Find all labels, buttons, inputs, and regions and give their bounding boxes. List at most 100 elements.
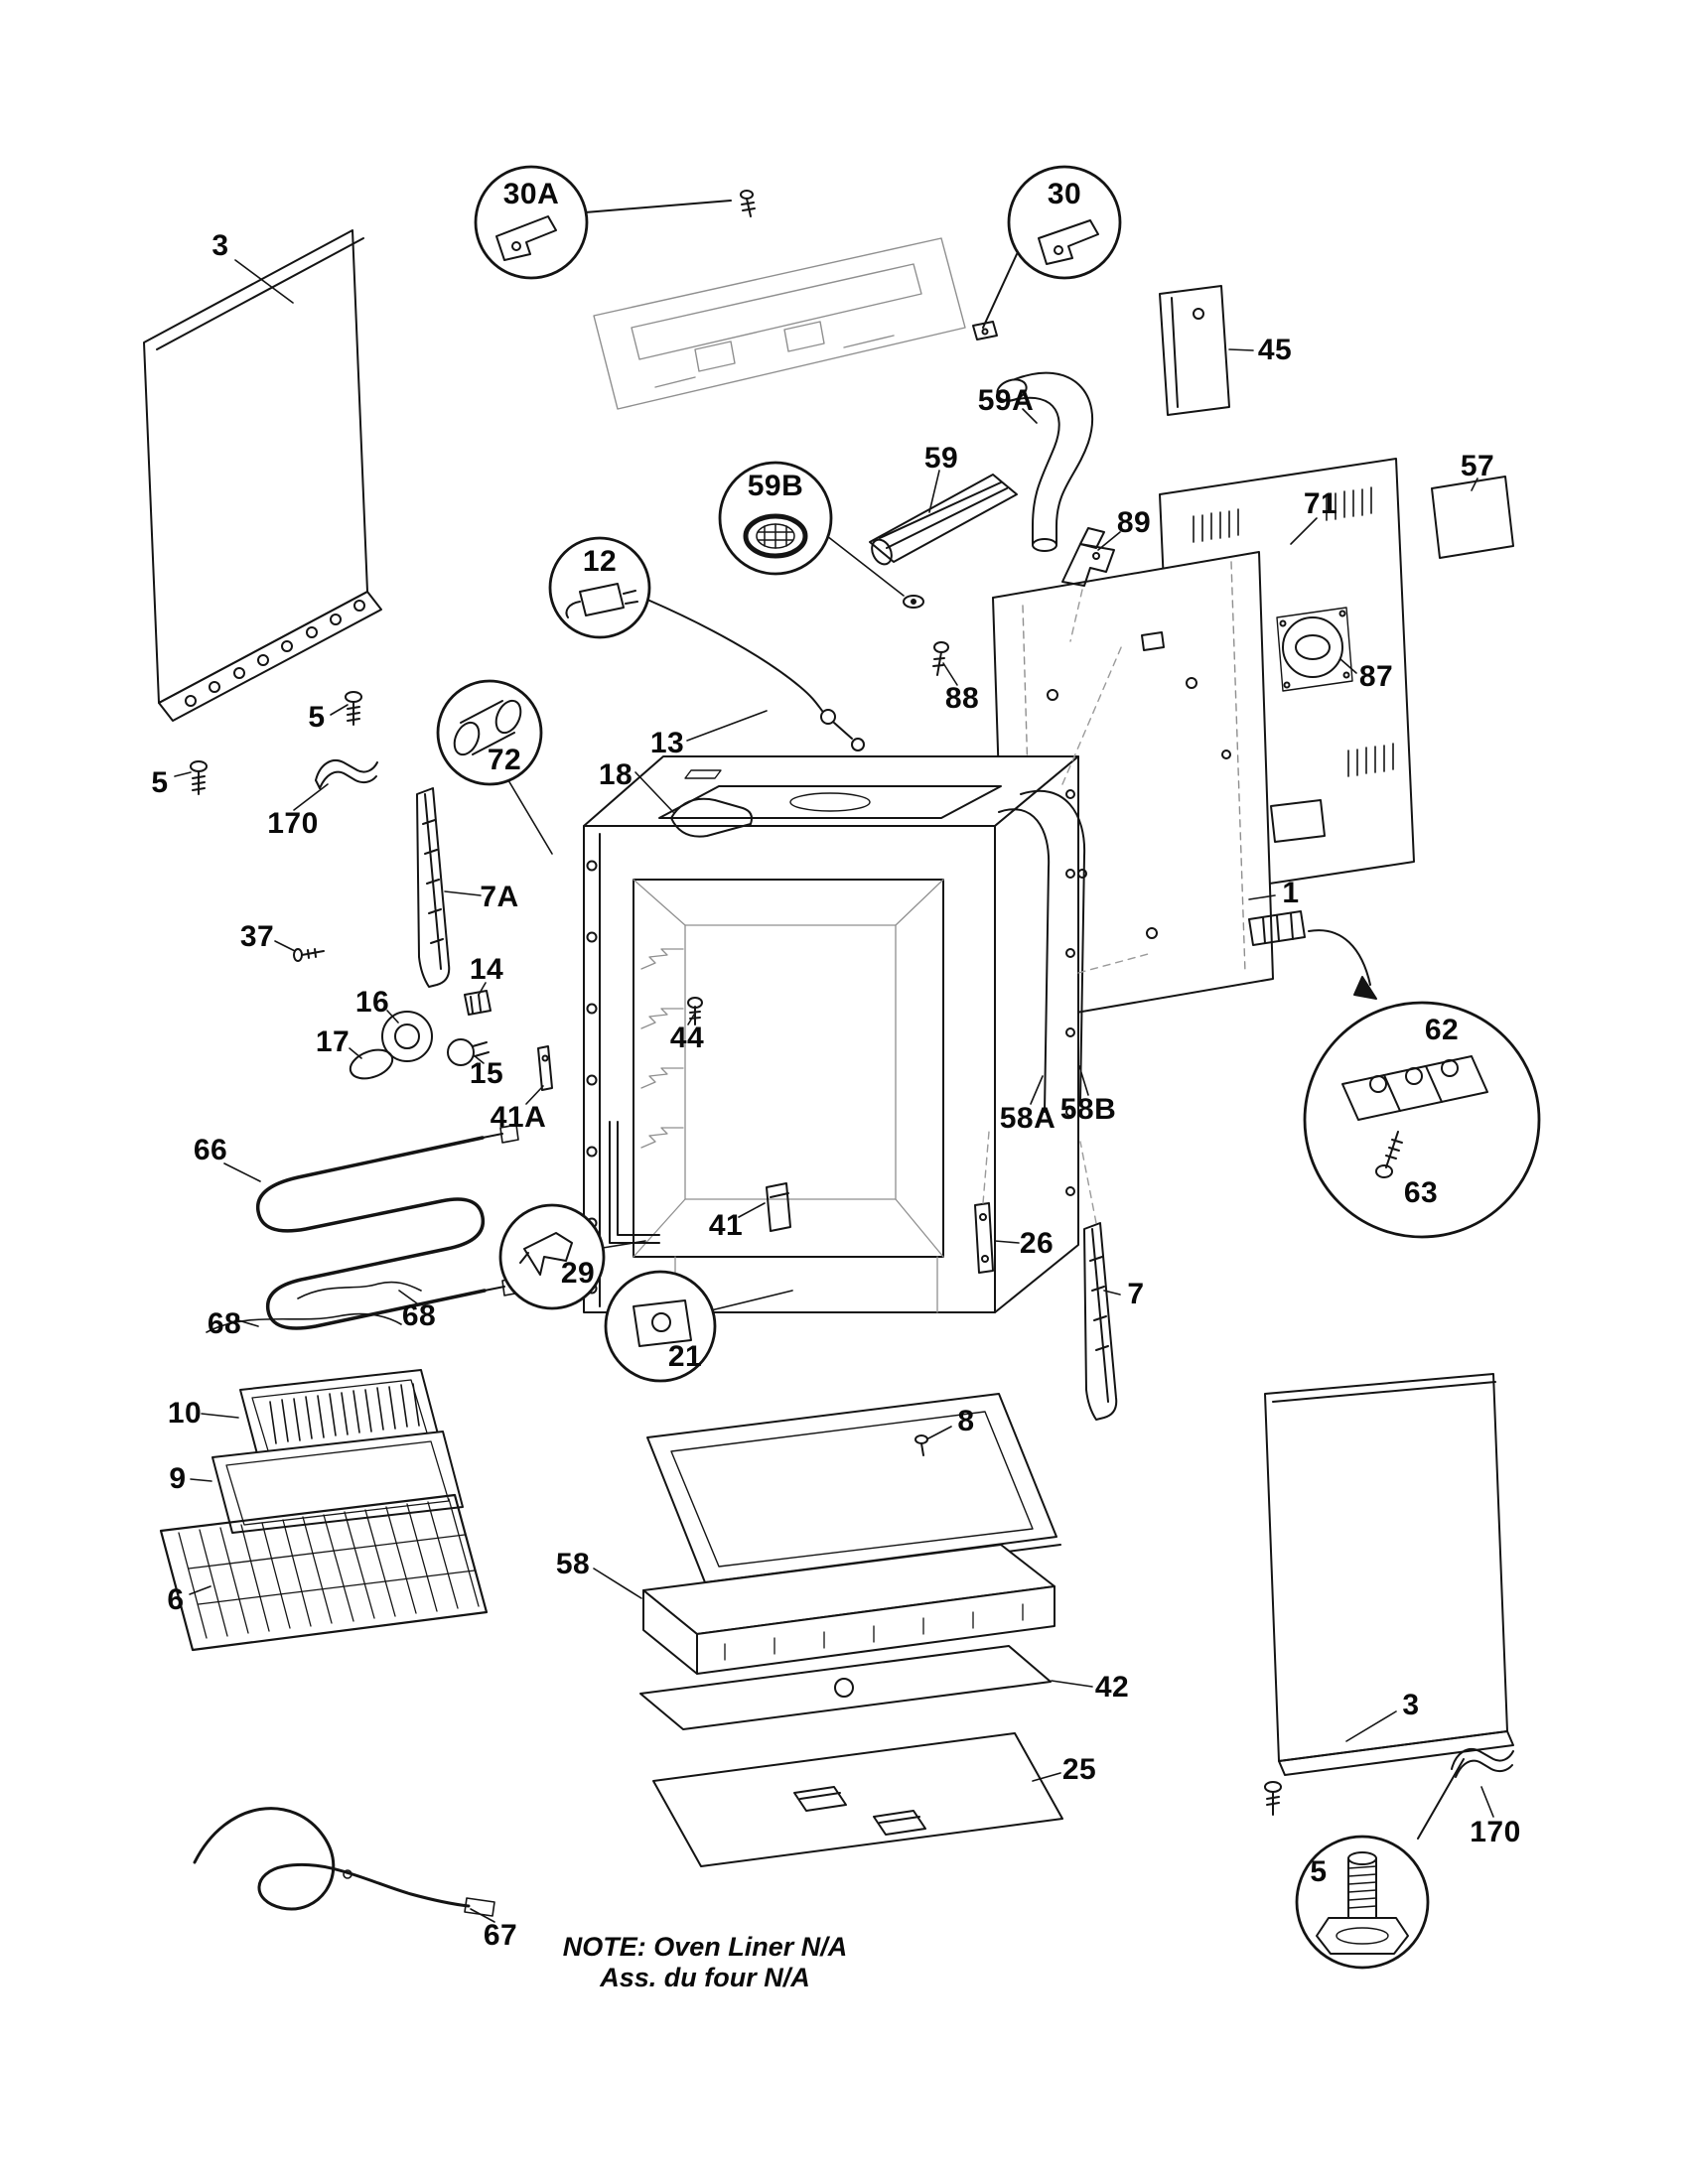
part-label-59a: 59A [977,384,1035,417]
callout-circles [436,165,1541,1970]
part-label-58b: 58B [1059,1093,1117,1126]
part-label-44: 44 [669,1022,705,1054]
part-label-87: 87 [1358,660,1394,693]
part-label-66: 66 [193,1134,228,1166]
bracket-41a [537,1045,553,1091]
maintop-phantom [593,237,966,410]
part-label-57: 57 [1460,450,1495,482]
part-label-42: 42 [1094,1671,1130,1704]
screw-44 [687,997,703,1025]
part-label-88: 88 [944,682,980,715]
part-label-5-left: 5 [151,766,169,799]
vent-duct-59 [869,474,1018,566]
screw-5-bottom [1264,1781,1282,1816]
screw-88 [932,641,949,676]
part-label-16: 16 [354,986,390,1019]
oven-cavity [633,879,944,1313]
terminal-block-mount [1248,910,1306,946]
bracket-41 [766,1182,791,1232]
callout-62-63 [1303,1001,1541,1239]
part-label-17: 17 [315,1025,351,1058]
part-label-89: 89 [1116,506,1152,539]
plate-87 [1276,607,1353,692]
lamp-housing-16 [381,1011,433,1062]
part-label-3-left: 3 [211,229,229,262]
bottom-panel-25 [652,1732,1063,1867]
trim-7a [416,787,451,988]
screw-5-left [190,760,208,795]
oven-liner-note: NOTE: Oven Liner N/A Ass. du four N/A [541,1932,869,1993]
part-label-62: 62 [1424,1014,1460,1046]
left-side-panel [143,229,382,722]
bake-element-66 [256,1124,521,1330]
trim-7 [1083,1222,1118,1421]
callout-30a [474,165,589,280]
callout-59b [718,461,833,576]
oven-body [583,595,1086,1313]
callout-72 [436,679,543,786]
part-label-71: 71 [1303,487,1338,520]
heat-shield-45 [1159,285,1230,416]
part-label-18: 18 [598,758,633,791]
part-label-5-top: 5 [308,701,326,734]
part-label-41a: 41A [490,1101,547,1134]
anti-tip-bracket-top [315,759,378,789]
part-label-68-right: 68 [401,1299,437,1332]
part-label-37: 37 [239,920,275,953]
maintop-screw [740,190,756,217]
deflector-18 [670,797,753,838]
right-side-panel [1264,1373,1514,1776]
part-label-67: 67 [483,1919,518,1952]
part-label-13: 13 [649,727,685,759]
lamp-cover-17 [349,1048,394,1080]
part-label-3-right: 3 [1402,1689,1420,1721]
part-label-29: 29 [560,1257,596,1290]
part-label-30: 30 [1047,178,1082,210]
oven-rack-6 [159,1493,489,1652]
part-label-6: 6 [167,1583,185,1616]
grommet-on-body [903,595,924,609]
part-label-41: 41 [708,1209,744,1242]
lamp-assembly [349,990,492,1080]
callout-21 [604,1270,717,1383]
wrapper-58a-edge [998,808,1051,1113]
insulation-58 [642,1544,1055,1675]
bracket-89 [1061,527,1115,587]
note-line-1: NOTE: Oven Liner N/A [562,1932,848,1962]
broil-element-67 [193,1807,495,1917]
callout-12 [548,536,651,639]
broiler-pan-9 [211,1431,464,1534]
part-label-72: 72 [487,744,522,776]
part-label-21: 21 [667,1340,703,1373]
part-label-26: 26 [1019,1227,1055,1260]
part-label-30a: 30A [502,178,560,210]
part-label-59b: 59B [747,470,804,502]
wrapper-58b-edge [1020,789,1086,1101]
part-label-58a: 58A [999,1102,1056,1135]
leader-lines [174,259,1494,1923]
lamp-socket-14 [464,990,492,1016]
part-label-68-left: 68 [207,1307,242,1340]
screw-5-top [345,691,362,726]
part-label-15: 15 [469,1057,504,1090]
part-label-1: 1 [1282,877,1300,909]
screw-37 [293,948,325,962]
part-label-7a: 7A [480,881,519,913]
part-label-170-bottom: 170 [1470,1816,1521,1848]
callout-5 [1295,1835,1430,1970]
part-label-59: 59 [923,442,959,475]
part-label-25: 25 [1061,1753,1097,1786]
part-label-10: 10 [167,1397,203,1430]
note-line-2: Ass. du four N/A [600,1963,810,1993]
part-label-8: 8 [957,1405,975,1437]
part-label-12: 12 [582,545,618,578]
liner-42 [639,1645,1052,1730]
callout-29 [498,1203,606,1310]
clip-30 [972,321,998,341]
part-label-170-top: 170 [267,807,319,840]
callout-30 [1007,165,1122,280]
part-label-9: 9 [169,1462,187,1495]
panel-57 [1431,476,1514,559]
